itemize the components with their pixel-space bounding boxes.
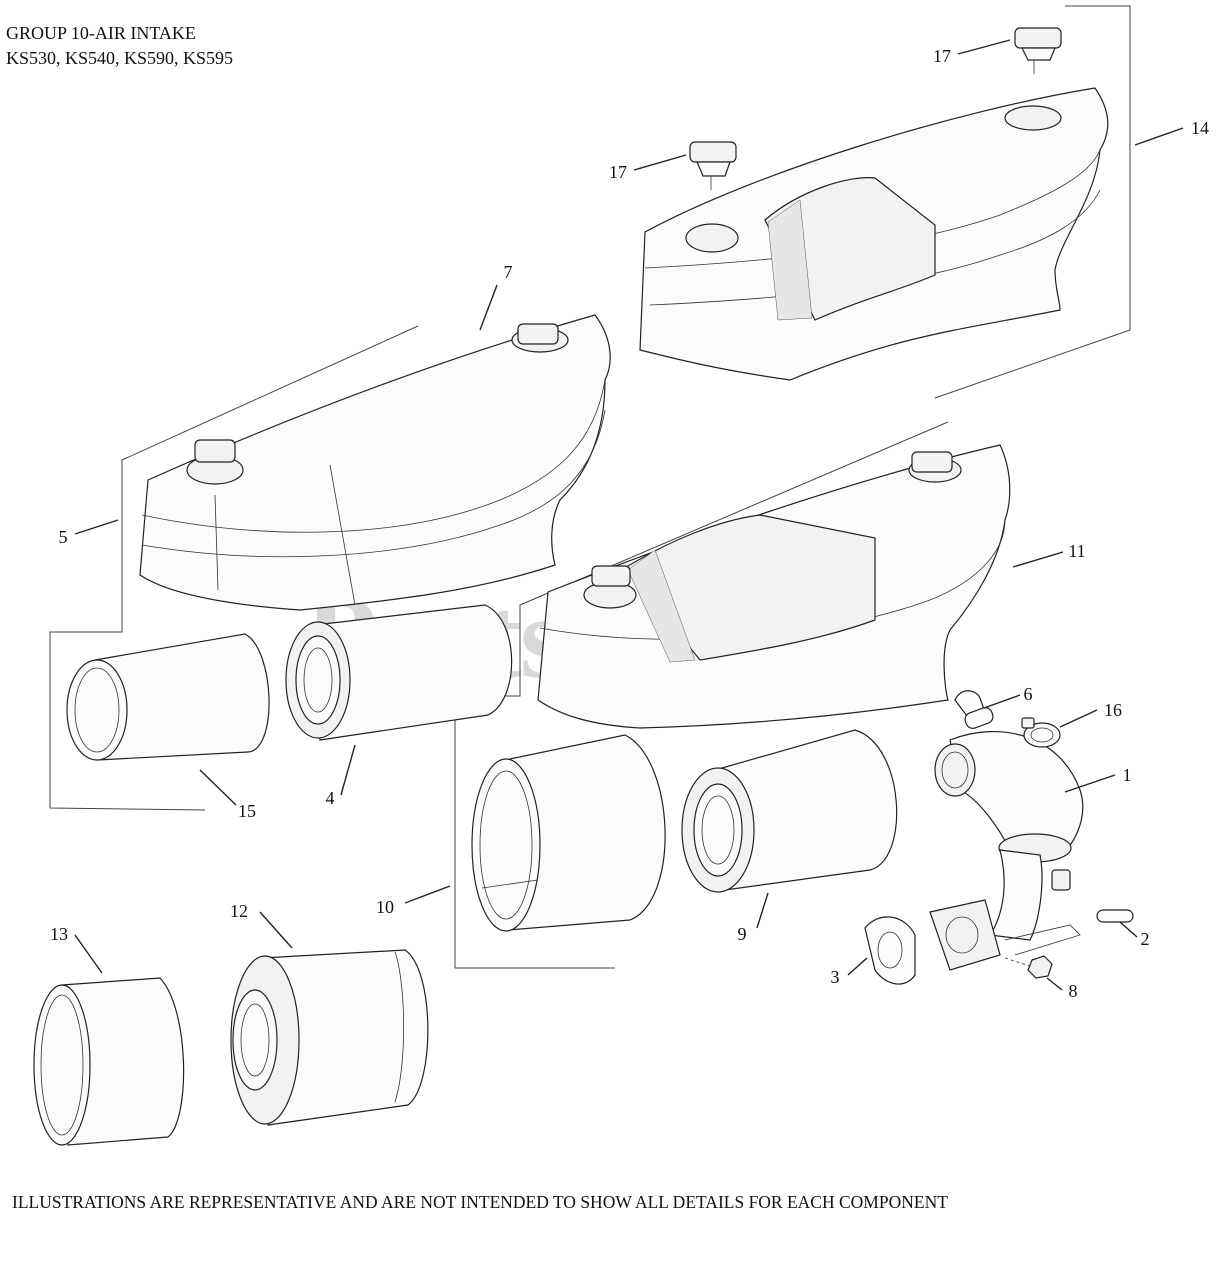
callout-4[interactable]: 4 (325, 788, 335, 808)
callout-9[interactable]: 9 (737, 924, 747, 944)
model-list: KS530, KS540, KS590, KS595 (6, 48, 234, 68)
hose-fitting-6 (954, 690, 994, 729)
callout-2[interactable]: 2 (1140, 929, 1150, 949)
callout-12[interactable]: 12 (230, 901, 248, 921)
callout-5[interactable]: 5 (58, 527, 68, 547)
group-bracket-5 (49, 325, 419, 811)
callout-6[interactable]: 6 (1023, 684, 1033, 704)
callout-1[interactable]: 1 (1122, 765, 1132, 785)
nut-8 (1004, 955, 1053, 979)
callout-14[interactable]: 14 (1191, 118, 1209, 138)
callout-11[interactable]: 11 (1068, 541, 1086, 561)
cover-assembly-11 (537, 444, 1011, 729)
callout-3[interactable]: 3 (830, 967, 840, 987)
pre-cleaner-10 (471, 734, 666, 932)
filter-element-12 (230, 949, 429, 1126)
gasket-3 (864, 916, 916, 985)
callout-16[interactable]: 16 (1104, 700, 1122, 720)
callout-10[interactable]: 10 (376, 897, 394, 917)
knob-17-mid (689, 141, 737, 190)
hose-clamp-16 (1021, 717, 1061, 748)
pre-cleaner-15 (66, 633, 270, 761)
filter-element-9 (681, 729, 898, 893)
intake-elbow-1 (929, 730, 1084, 971)
tube-2 (1096, 909, 1134, 923)
callout-7[interactable]: 7 (503, 262, 513, 282)
callout-15[interactable]: 15 (238, 801, 256, 821)
cover-assembly-5 (139, 314, 611, 611)
pre-cleaner-13 (33, 977, 185, 1146)
cover-assembly-14 (639, 87, 1109, 381)
group-bracket-14 (934, 5, 1131, 399)
knob-17-top (1014, 27, 1062, 74)
filter-element-4 (285, 604, 513, 741)
callout-13[interactable]: 13 (50, 924, 68, 944)
diagram-title: GROUP 10-AIR INTAKE (6, 23, 196, 43)
callout-8[interactable]: 8 (1068, 981, 1078, 1001)
callout-17-top[interactable]: 17 (933, 46, 951, 66)
footer-note: ILLUSTRATIONS ARE REPRESENTATIVE AND ARE… (12, 1192, 948, 1212)
callout-17-mid[interactable]: 17 (609, 162, 627, 182)
leader-lines (74, 39, 1184, 991)
